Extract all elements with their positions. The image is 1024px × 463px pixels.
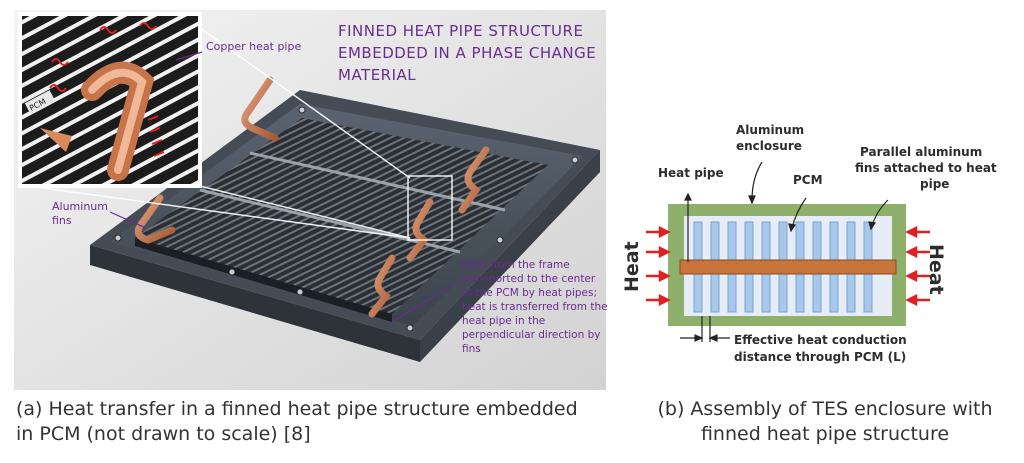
- bolt-holes: [114, 106, 579, 332]
- panel-a-caption: (a) Heat transfer in a finned heat pipe …: [16, 397, 616, 447]
- panel-b-schematic: Heat Heat Aluminum enclosure Heat pipe P…: [621, 123, 1001, 364]
- copper-heat-pipe-label: Copper heat pipe: [206, 40, 301, 53]
- bolt-hole: [114, 234, 122, 242]
- aluminum-fin-block: [135, 118, 548, 322]
- fin-divider: [249, 151, 506, 212]
- inset-heat-pipe-highlight: [88, 68, 147, 174]
- heat-pipe: [241, 76, 279, 142]
- heat-label-right: Heat: [925, 244, 947, 295]
- panel-a-caption-line: in PCM (not drawn to scale) [8]: [16, 423, 311, 445]
- enclosure-label: Aluminum enclosure: [736, 123, 808, 153]
- heat-label-left: Heat: [621, 241, 643, 292]
- panel-a-illustration: PCM FINNED HEAT PIPE STRUCTURE EMBEDDED …: [14, 10, 611, 390]
- aluminum-fins-label: Aluminum fins: [52, 200, 111, 227]
- heat-transfer-note: Heat from the frame transported to the c…: [462, 259, 611, 355]
- panel-b-caption-line: (b) Assembly of TES enclosure with: [657, 398, 993, 420]
- bolt-hole: [298, 106, 306, 114]
- panel-b-leader-arrows: [680, 161, 889, 342]
- inset-magnified-view: PCM: [18, 12, 202, 188]
- pcm-label: PCM: [793, 173, 823, 187]
- inset-pipe-tip: [40, 128, 72, 152]
- effective-distance-label: Effective heat conduction distance throu…: [734, 333, 911, 364]
- heat-pipe: [368, 254, 396, 318]
- fin-divider: [199, 188, 461, 254]
- inset-pcm-tag-bg: [24, 90, 56, 114]
- panel-b-caption-line: finned heat pipe structure: [700, 423, 950, 445]
- panel-a-title: FINNED HEAT PIPE STRUCTURE EMBEDDED IN A…: [338, 22, 602, 84]
- heat-pipe-bar: [679, 259, 897, 275]
- zoom-projection-lines: [27, 27, 453, 241]
- bolt-hole: [296, 288, 304, 296]
- bolt-hole: [496, 236, 504, 244]
- heat-pipe-label: Heat pipe: [658, 166, 724, 180]
- inset-heat-waves: [49, 22, 165, 157]
- bolt-hole: [571, 156, 579, 164]
- heat-input-arrows: [646, 225, 930, 307]
- bolt-hole: [406, 324, 414, 332]
- parallel-fins-label: Parallel aluminum fins attached to heat …: [855, 145, 1001, 191]
- heat-pipe: [458, 146, 490, 214]
- bolt-hole: [228, 268, 236, 276]
- panel-b-caption: (b) Assembly of TES enclosure with finne…: [630, 397, 1020, 447]
- heat-pipe: [134, 194, 176, 244]
- zoom-target-box: [407, 175, 453, 241]
- panel-a-caption-line: (a) Heat transfer in a finned heat pipe …: [16, 398, 578, 420]
- panel-a-leader-lines: [109, 51, 459, 323]
